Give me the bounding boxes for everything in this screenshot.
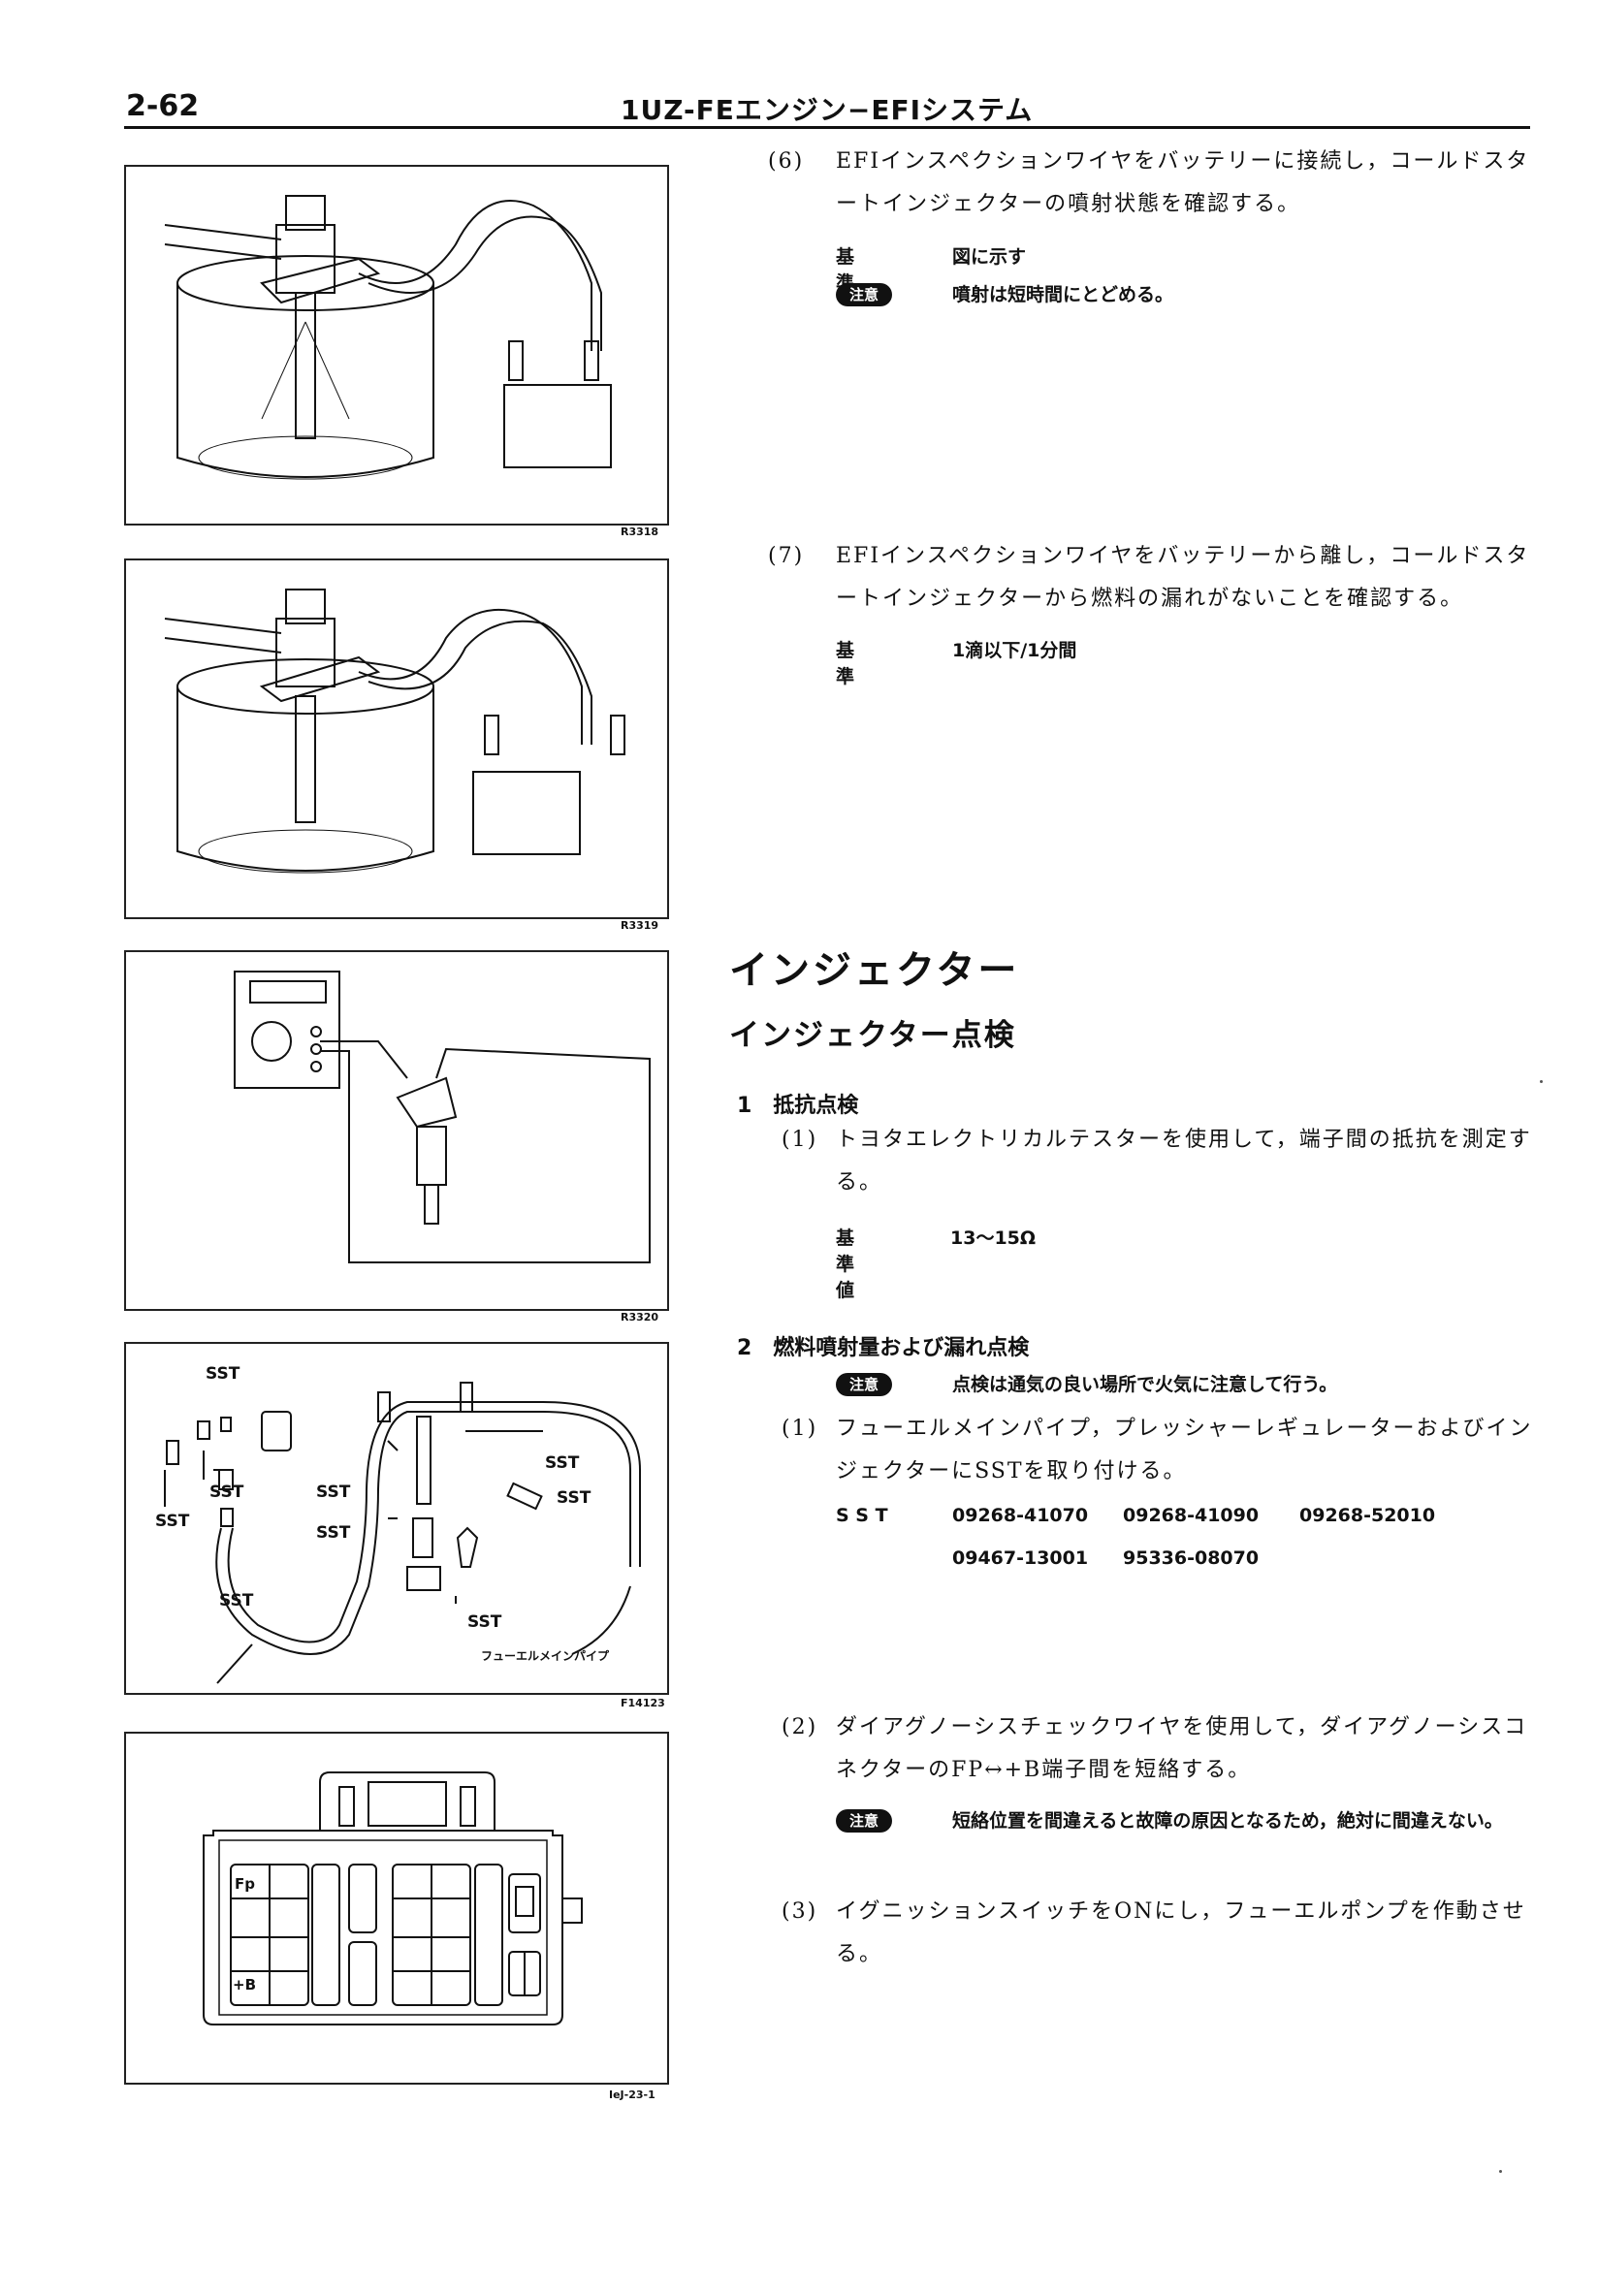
fp-terminal-label: Fp: [235, 1875, 255, 1893]
cold-start-injector-spray-illustration: [164, 195, 612, 480]
figure-sst-installation: SST SST SST SST SST SST SST SST SST フューエ…: [124, 1342, 669, 1695]
sst-label: SST: [219, 1591, 254, 1610]
item-heading-resistance: 1 抵抗点検: [737, 1094, 859, 1118]
sst-label: SST: [545, 1453, 580, 1473]
sst-row-2: 09467-13001 95336-08070: [836, 1547, 1534, 1577]
page-number: 2-62: [126, 89, 200, 123]
figure-code: R3320: [621, 1311, 659, 1323]
caution-badge: 注意: [836, 1373, 892, 1396]
sst-number: 09268-41090: [1123, 1505, 1260, 1526]
item-heading-injection: 2 燃料噴射量および漏れ点検: [737, 1336, 1030, 1360]
figure-resistance-check: [124, 950, 669, 1311]
sst-row-1: S S T 09268-41070 09268-41090 09268-5201…: [836, 1505, 1534, 1534]
sst-label: SST: [316, 1523, 351, 1543]
resistance-step-1: (1) トヨタエレクトリカルテスターを使用して，端子間の抵抗を測定する。: [782, 1119, 1548, 1206]
section-title: インジェクター: [729, 948, 1020, 993]
sst-label: SST: [467, 1612, 502, 1632]
caution-badge: 注意: [836, 283, 892, 306]
cold-start-injector-leak-illustration: [164, 589, 625, 874]
step-number: (2): [782, 1715, 818, 1739]
sst-installation-diagram: SST SST SST SST SST SST SST SST SST フューエ…: [155, 1364, 641, 1684]
injection-step-1: (1) フューエルメインパイプ，プレッシャーレギュレーターおよびインジェクターに…: [782, 1408, 1548, 1495]
figure-code: F14123: [621, 1697, 665, 1709]
caution-text: 噴射は短時間にとどめる。: [952, 284, 1174, 305]
sst-number: 09268-41070: [952, 1505, 1089, 1526]
step-number: (7): [768, 544, 805, 568]
caution-badge: 注意: [836, 1809, 892, 1833]
step-text: EFIインスペクションワイヤをバッテリーに接続し，コールドスタートインジェクター…: [836, 149, 1530, 216]
step-text: フューエルメインパイプ，プレッシャーレギュレーターおよびインジェクターにSSTを…: [836, 1417, 1533, 1483]
scan-speck: [1499, 2170, 1502, 2173]
diagnosis-connector-diagram: Fp +B: [203, 1771, 583, 2025]
injection-step-2: (2) ダイアグノーシスチェックワイヤを使用して，ダイアグノーシスコネクターのF…: [782, 1706, 1548, 1794]
subsection-title: インジェクター点検: [729, 1018, 1016, 1053]
step-number: (1): [782, 1417, 818, 1441]
header-rule: [124, 126, 1530, 129]
injection-step-3: (3) イグニッションスイッチをONにし，フューエルポンプを作動させる。: [782, 1891, 1548, 1978]
fuel-main-pipe-label: フューエルメインパイプ: [481, 1648, 610, 1663]
page-title: 1UZ-FEエンジン−EFIシステム: [621, 94, 1034, 126]
step-number: (1): [782, 1128, 818, 1152]
step-text: EFIインスペクションワイヤをバッテリーから離し，コールドスタートインジェクター…: [836, 544, 1530, 611]
figure-cold-start-injector-leak: [124, 558, 669, 919]
sst-number: 09467-13001: [952, 1547, 1089, 1569]
figure-code: R3319: [621, 919, 659, 932]
figure-code: IeJ-23-1: [609, 2089, 655, 2101]
sst-label: S S T: [836, 1505, 888, 1526]
figure-cold-start-injector-spray: [124, 165, 669, 526]
scan-speck: [1540, 1080, 1543, 1083]
step-number: (3): [782, 1899, 818, 1924]
step-text: トヨタエレクトリカルテスターを使用して，端子間の抵抗を測定する。: [836, 1128, 1532, 1195]
plus-b-terminal-label: +B: [233, 1976, 256, 1993]
spec-value: 図に示す: [952, 246, 1027, 268]
step-text: イグニッションスイッチをONにし，フューエルポンプを作動させる。: [836, 1899, 1526, 1966]
step-number: (6): [768, 149, 805, 174]
spec-value: 13〜15Ω: [950, 1228, 1037, 1249]
spec-value: 1滴以下/1分間: [952, 640, 1077, 661]
caution-text: 点検は通気の良い場所で火気に注意して行う。: [952, 1374, 1338, 1395]
step-6: (6) EFIインスペクションワイヤをバッテリーに接続し，コールドスタートインジ…: [768, 141, 1544, 228]
sst-label: SST: [557, 1488, 591, 1508]
caution-text: 短絡位置を間違えると故障の原因となるため，絶対に間違えない。: [952, 1810, 1503, 1832]
sst-label: SST: [316, 1483, 351, 1502]
sst-label: SST: [206, 1364, 240, 1384]
sst-label: SST: [155, 1512, 190, 1531]
sst-number: 95336-08070: [1123, 1547, 1260, 1569]
sst-label: SST: [209, 1483, 244, 1502]
spec-label: 基準値: [836, 1228, 855, 1301]
figure-code: R3318: [621, 526, 659, 538]
tester-injector-illustration: [234, 971, 651, 1263]
sst-number: 09268-52010: [1299, 1505, 1436, 1526]
step-text: ダイアグノーシスチェックワイヤを使用して，ダイアグノーシスコネクターのFP↔+B…: [836, 1715, 1528, 1782]
spec-label: 基 準: [836, 640, 874, 687]
step-7: (7) EFIインスペクションワイヤをバッテリーから離し，コールドスタートインジ…: [768, 535, 1544, 622]
figure-diagnosis-connector: Fp +B: [124, 1732, 669, 2085]
